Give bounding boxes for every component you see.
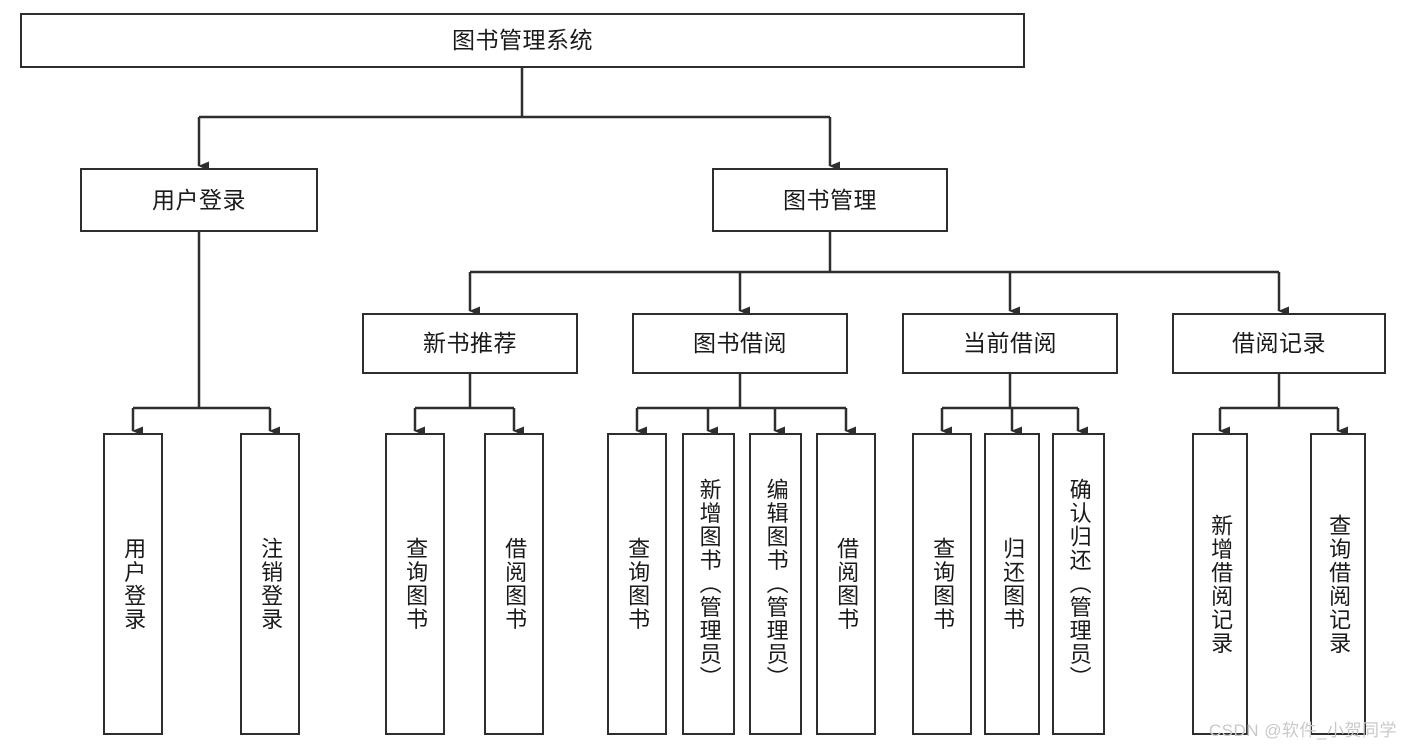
node-user-login[interactable]: 用户登录 (80, 168, 318, 232)
node-label-leaf-borrow-book-2: 借阅图书 (834, 537, 860, 631)
node-leaf-query-book-1[interactable]: 查询图书 (385, 433, 445, 735)
node-label-user-login: 用户登录 (152, 186, 246, 213)
node-leaf-confirm-return[interactable]: 确认归还（管理员） (1052, 433, 1105, 735)
node-borrow-record[interactable]: 借阅记录 (1172, 313, 1386, 374)
node-label-root: 图书管理系统 (452, 27, 593, 54)
node-leaf-query-book-3[interactable]: 查询图书 (912, 433, 972, 735)
node-leaf-add-book[interactable]: 新增图书（管理员） (682, 433, 735, 735)
node-book-borrow[interactable]: 图书借阅 (632, 313, 848, 374)
node-current-borrow[interactable]: 当前借阅 (902, 313, 1118, 374)
node-label-leaf-edit-book: 编辑图书（管理员） (763, 478, 789, 690)
node-label-leaf-borrow-book-1: 借阅图书 (502, 537, 528, 631)
node-leaf-user-login[interactable]: 用户登录 (103, 433, 163, 735)
node-label-leaf-confirm-return: 确认归还（管理员） (1066, 478, 1092, 690)
node-label-new-book-recommend: 新书推荐 (423, 330, 517, 357)
node-leaf-query-book-2[interactable]: 查询图书 (607, 433, 667, 735)
node-leaf-edit-book[interactable]: 编辑图书（管理员） (749, 433, 802, 735)
node-book-manage[interactable]: 图书管理 (712, 168, 948, 232)
node-label-leaf-query-book-3: 查询图书 (930, 537, 956, 631)
edge-lines (131, 68, 1348, 436)
node-leaf-return-book[interactable]: 归还图书 (984, 433, 1040, 735)
node-leaf-add-record[interactable]: 新增借阅记录 (1192, 433, 1248, 735)
node-label-leaf-return-book: 归还图书 (1000, 537, 1026, 631)
node-leaf-borrow-book-1[interactable]: 借阅图书 (484, 433, 544, 735)
node-leaf-user-logout[interactable]: 注销登录 (240, 433, 300, 735)
node-label-leaf-query-record: 查询借阅记录 (1326, 513, 1352, 655)
node-label-leaf-add-record: 新增借阅记录 (1208, 513, 1234, 655)
node-label-leaf-add-book: 新增图书（管理员） (696, 478, 722, 690)
node-label-book-manage: 图书管理 (783, 186, 877, 213)
node-label-leaf-user-login: 用户登录 (121, 537, 147, 631)
node-label-current-borrow: 当前借阅 (963, 330, 1057, 357)
node-label-leaf-query-book-1: 查询图书 (403, 537, 429, 631)
node-label-borrow-record: 借阅记录 (1232, 330, 1326, 357)
watermark-label: CSDN @软件_小贺同学 (1208, 721, 1397, 740)
node-label-leaf-query-book-2: 查询图书 (625, 537, 651, 631)
node-new-book-recommend[interactable]: 新书推荐 (362, 313, 578, 374)
node-label-book-borrow: 图书借阅 (693, 330, 787, 357)
node-leaf-query-record[interactable]: 查询借阅记录 (1310, 433, 1366, 735)
node-root[interactable]: 图书管理系统 (20, 13, 1025, 68)
node-leaf-borrow-book-2[interactable]: 借阅图书 (816, 433, 876, 735)
node-label-leaf-user-logout: 注销登录 (258, 537, 284, 631)
